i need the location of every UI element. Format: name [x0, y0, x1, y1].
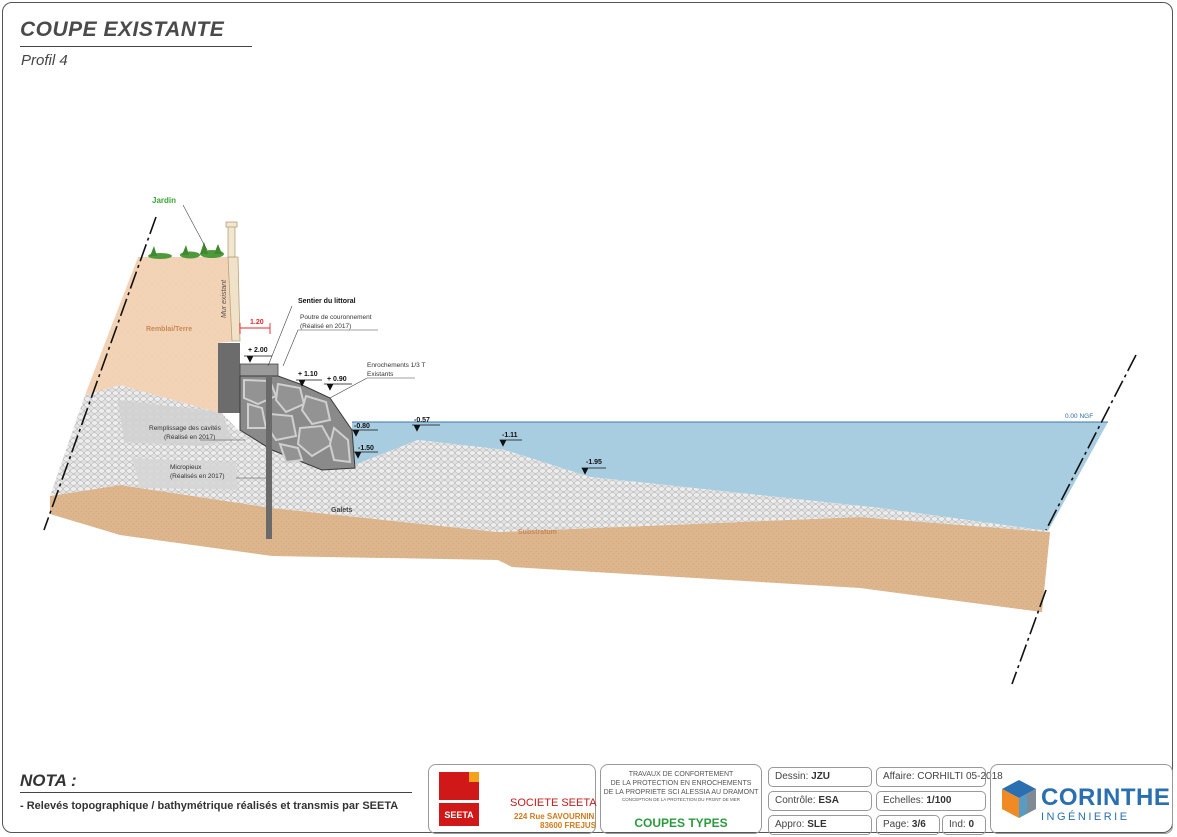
- label-micropieux-1: Micropieux: [170, 464, 202, 471]
- level-plus-110: + 1.10: [298, 371, 318, 378]
- field-ind: Ind: 0: [942, 815, 986, 835]
- label-remplissage-1: Remplissage des cavités: [149, 425, 222, 432]
- field-controle-value: ESA: [818, 795, 839, 806]
- label-ngf: 0.00 NGF: [1065, 413, 1093, 420]
- label-remplissage-2: (Réalisé en 2017): [164, 434, 215, 441]
- poutre-cap: [239, 363, 279, 377]
- field-page-label: Page:: [883, 819, 910, 830]
- nota-text: - Relevés topographique / bathymétrique …: [20, 800, 399, 812]
- field-affaire: Affaire: CORHILTI 05-2018: [876, 767, 1003, 787]
- seeta-address-1: 224 Rue SAVOURNIN: [514, 812, 595, 821]
- cut-line-right-upper: [1045, 354, 1137, 531]
- field-affaire-value: CORHILTI 05-2018: [917, 771, 1003, 782]
- seeta-logo-band: [439, 800, 479, 803]
- corinthe-logo-cube: [1002, 780, 1036, 818]
- label-enroch-2: Existants: [367, 371, 394, 378]
- field-appro: Appro: SLE: [768, 815, 872, 835]
- rock-blocks: [243, 378, 352, 464]
- field-echelles-label: Echelles:: [883, 795, 924, 806]
- label-jardin: Jardin: [152, 196, 176, 205]
- field-affaire-label: Affaire:: [883, 771, 915, 782]
- poutre-couronnement: [218, 343, 240, 413]
- level-minus-150: -1.50: [358, 445, 374, 452]
- corinthe-name: CORINTHE: [1041, 784, 1171, 811]
- project-line-2: DE LA PROTECTION EN ENROCHEMENTS: [610, 780, 752, 787]
- label-poutre-1: Poutre de couronnement: [300, 314, 372, 321]
- title-underline: [20, 46, 252, 47]
- corinthe-subtitle: INGÉNIERIE: [1041, 811, 1130, 823]
- dimension-120: [239, 323, 271, 334]
- field-ind-label: Ind:: [949, 819, 966, 830]
- level-plus-200: + 2.00: [248, 347, 268, 354]
- seeta-logo: SEETA: [439, 772, 479, 826]
- project-line-4: CONCEPTION DE LA PROTECTION DU FRONT DE …: [622, 797, 740, 802]
- micropieux-zone: [132, 458, 238, 490]
- label-remblai: Remblai/Terre: [146, 326, 192, 333]
- nota-title: NOTA :: [20, 771, 77, 790]
- field-dessin-label: Dessin:: [775, 771, 809, 782]
- field-dessin-value: JZU: [811, 771, 831, 782]
- nota-underline: [20, 792, 412, 793]
- seeta-panel: [428, 764, 596, 834]
- page-title: COUPE EXISTANTE: [20, 18, 225, 41]
- label-mur-existant: Mur existant: [221, 279, 228, 318]
- level-plus-090: + 0.90: [327, 376, 347, 383]
- label-substratum: Substratum: [518, 529, 557, 536]
- label-micropieux-2: (Réalisés en 2017): [170, 473, 225, 480]
- field-appro-value: SLE: [807, 819, 827, 830]
- label-enroch-1: Enrochements 1/3 T: [367, 362, 425, 369]
- remplissage-zone: [118, 400, 232, 446]
- substratum-layer: [50, 485, 1050, 612]
- field-page-value: 3/6: [911, 819, 926, 830]
- micropieu: [266, 376, 272, 539]
- field-echelles-value: 1/100: [926, 795, 952, 806]
- wall-post: [225, 221, 238, 258]
- level-markers: [244, 355, 606, 475]
- project-panel: [600, 764, 762, 834]
- field-page: Page: 3/6: [876, 815, 940, 835]
- label-galets: Galets: [331, 507, 353, 514]
- page-subtitle: Profil 4: [21, 52, 68, 69]
- field-controle: Contrôle: ESA: [768, 791, 872, 811]
- cut-line-left: [43, 216, 157, 531]
- project-line-3: DE LA PROPRIETE SCI ALESSIA AU DRAMONT: [603, 789, 759, 796]
- field-dessin: Dessin: JZU: [768, 767, 872, 787]
- label-poutre-2: (Réalisé en 2017): [300, 323, 351, 330]
- label-dimension-120: 1.20: [250, 319, 264, 326]
- seeta-logo-text: SEETA: [444, 810, 474, 820]
- level-minus-080: -0.80: [354, 423, 370, 430]
- sea-water: [352, 422, 1108, 531]
- project-line-1: TRAVAUX DE CONFORTEMENT: [628, 771, 734, 778]
- corinthe-panel: [990, 764, 1173, 834]
- project-description: TRAVAUX DE CONFORTEMENT DE LA PROTECTION…: [602, 770, 760, 803]
- jardin-vegetation: [148, 242, 224, 259]
- field-controle-label: Contrôle:: [775, 795, 816, 806]
- cut-line-right-lower: [1011, 589, 1047, 685]
- field-appro-label: Appro:: [775, 819, 805, 830]
- seeta-logo-corner: [469, 772, 479, 782]
- remblai-earth: [85, 257, 238, 413]
- level-minus-057: -0.57: [414, 417, 430, 424]
- label-sentier: Sentier du littoral: [298, 298, 356, 305]
- seeta-address-2: 83600 FREJUS: [540, 821, 597, 830]
- galets-layer: [50, 385, 1050, 532]
- field-ind-value: 0: [968, 819, 975, 830]
- project-title: COUPES TYPES: [634, 816, 728, 830]
- field-echelles: Echelles: 1/100: [876, 791, 986, 811]
- level-minus-111: -1.11: [502, 432, 518, 439]
- level-minus-195: -1.95: [586, 459, 602, 466]
- seeta-name: SOCIETE SEETA: [510, 797, 597, 809]
